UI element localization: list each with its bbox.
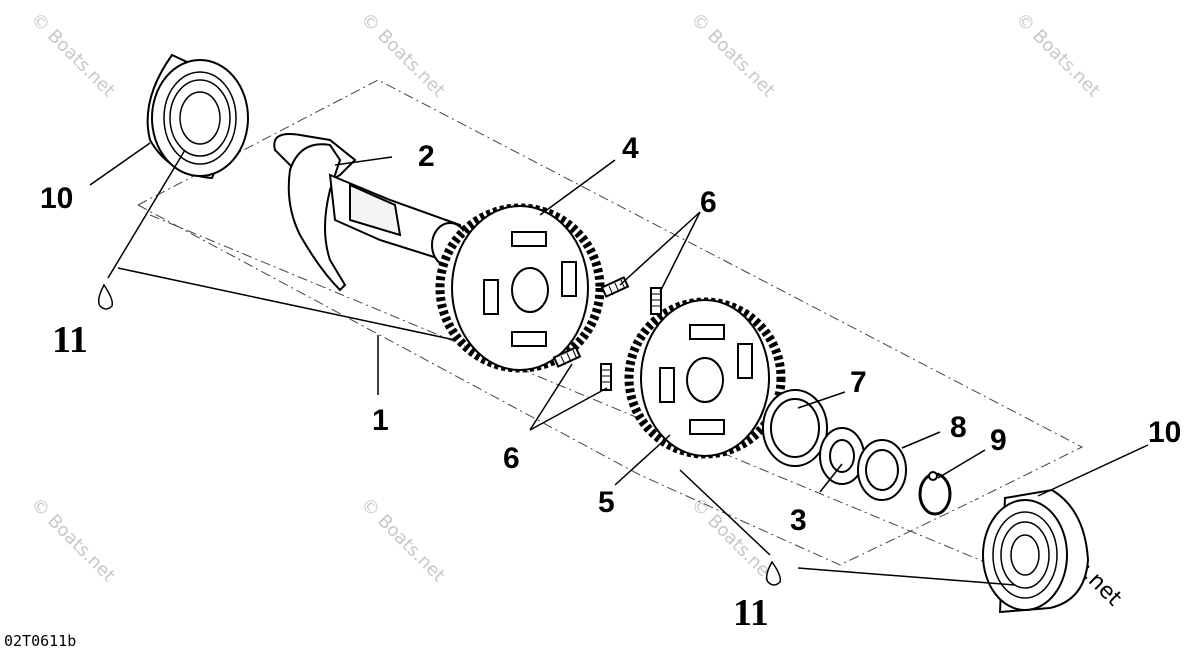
- callout-1: 1: [372, 404, 389, 437]
- watermark: © Boats.net: [356, 494, 448, 586]
- retaining-ring-9: [918, 471, 952, 516]
- washer-8: [857, 439, 907, 501]
- callout-9: 9: [990, 424, 1007, 457]
- watermark: © Boats.net: [26, 494, 118, 586]
- spring-coils: [560, 279, 660, 383]
- callout-11-right: 11: [733, 592, 769, 634]
- callout-2: 2: [418, 140, 435, 173]
- washer-7: [762, 389, 828, 467]
- right-bearing: [982, 488, 1090, 614]
- washer-3: [819, 427, 865, 485]
- diagram-code: 02T0611b: [4, 632, 77, 650]
- watermark: © Boats.net: [686, 9, 778, 101]
- callout-10-right: 10: [1148, 416, 1181, 449]
- leader-lines: [89, 142, 1149, 586]
- watermark: © Boats.net: [26, 9, 118, 101]
- camshaft: [273, 133, 469, 292]
- callout-3: 3: [790, 504, 807, 537]
- callout-11-left: 11: [52, 319, 88, 361]
- watermark: © Boats.net: [1011, 9, 1103, 101]
- callout-5: 5: [598, 486, 615, 519]
- callout-8: 8: [950, 411, 967, 444]
- left-bearing: [146, 53, 249, 180]
- callout-7: 7: [850, 366, 867, 399]
- large-gear: [435, 203, 605, 373]
- oil-drop-icon: [97, 283, 114, 310]
- watermark: © Boats.net: [686, 494, 778, 586]
- callout-labels: 1 2 3 4 5 6 6 7 8 9 10 10 11 11: [40, 132, 1181, 634]
- oil-drop-icon: [765, 560, 782, 586]
- callout-10-left: 10: [40, 182, 73, 215]
- watermark: © Boats.net: [356, 9, 448, 101]
- callout-6-lower: 6: [503, 442, 520, 475]
- small-gear: [624, 297, 786, 459]
- assembly-outline: [137, 79, 1084, 586]
- callout-6-upper: 6: [700, 186, 717, 219]
- callout-4: 4: [622, 132, 639, 165]
